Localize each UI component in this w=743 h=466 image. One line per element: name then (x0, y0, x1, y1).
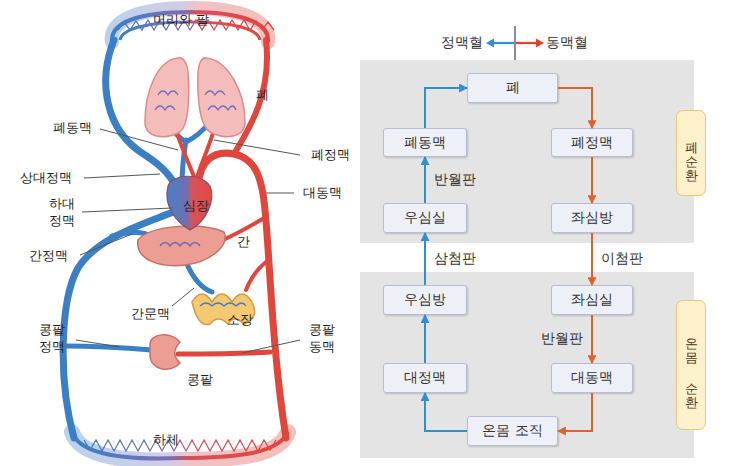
part-label: 콩팥 정맥 (37, 321, 68, 355)
flow-box: 폐정맥 (551, 128, 633, 157)
leader-line (172, 288, 194, 306)
intestine-capillaries (200, 303, 246, 306)
legend-swatch-head (486, 39, 494, 48)
part-label: 하대 정맥 (47, 195, 78, 229)
part-label: 대동맥 (303, 184, 342, 202)
valve-label: 삼첨판 (434, 250, 476, 268)
legend-text: 동맥혈 (546, 34, 588, 52)
box-text: 폐동맥 (404, 134, 446, 152)
renal-vein (64, 346, 152, 350)
intestinal-artery (246, 262, 266, 290)
part-label: 소장 (227, 311, 253, 329)
box-text: 우심방 (404, 291, 446, 309)
part-label: 머리와 팔 (153, 11, 209, 29)
liver-capillaries (160, 243, 200, 247)
part-label: 심장 (183, 197, 209, 215)
flow-box: 우심실 (383, 203, 467, 233)
flow-box: 폐 (467, 73, 558, 103)
leader-line (84, 174, 160, 178)
flow-box: 우심방 (383, 285, 467, 315)
flow-box: 온몸 조직 (467, 416, 558, 446)
valve-label: 반월판 (434, 171, 476, 189)
leader-line (242, 340, 300, 353)
legend-swatch (486, 37, 514, 49)
flow-box: 좌심실 (551, 285, 633, 315)
flow-box: 대동맥 (551, 363, 633, 393)
lung-capillaries (155, 91, 236, 110)
leader-lines (76, 129, 300, 353)
pulmonary-vein (176, 130, 214, 182)
portal-vein (186, 262, 212, 292)
box-text: 대동맥 (571, 369, 613, 387)
legend-swatch (516, 37, 544, 49)
legend-swatch-head (536, 39, 544, 48)
section-tag: 폐순환 (676, 110, 706, 196)
part-label: 간문맥 (131, 305, 170, 323)
part-label: 콩팥 (187, 371, 213, 389)
flow-box: 대정맥 (383, 363, 467, 393)
box-text: 좌심실 (571, 291, 613, 309)
leader-line (100, 129, 178, 150)
valve-label: 이첨판 (601, 250, 643, 268)
leader-line (76, 340, 120, 347)
part-label: 간정맥 (29, 247, 68, 265)
box-text: 온몸 조직 (482, 422, 542, 440)
renal-artery (178, 352, 270, 354)
part-label: 폐정맥 (311, 146, 350, 164)
head-capillary-bed (112, 8, 274, 42)
capillary-band (72, 432, 288, 460)
section-tag: 온몸 순환 (676, 300, 706, 430)
flow-box: 좌심방 (551, 203, 633, 233)
part-label: 상대정맥 (20, 169, 72, 187)
box-text: 폐 (506, 79, 520, 97)
box-text: 좌심방 (571, 209, 613, 227)
legend-swatch-line (492, 42, 514, 44)
part-label: 폐동맥 (53, 119, 92, 137)
box-text: 폐정맥 (571, 134, 613, 152)
kidney (150, 335, 180, 369)
circulation-panel: 온몸 순환우심방좌심실대정맥대동맥온몸 조직 (360, 272, 694, 458)
liver (138, 226, 225, 265)
capillary-line (72, 432, 288, 458)
legend-swatch-line (516, 42, 538, 44)
leader-line (82, 208, 172, 212)
part-label: 폐 (256, 86, 269, 104)
flow-box: 폐동맥 (383, 128, 467, 157)
legend-divider (514, 26, 515, 60)
lower-body-capillary-bed (72, 432, 288, 460)
organs (138, 58, 255, 369)
right-lung (198, 58, 245, 137)
heart (167, 176, 212, 230)
left-lung (145, 58, 189, 137)
legend-text: 정맥혈 (441, 34, 483, 52)
leader-line (214, 140, 300, 155)
capillary-band (112, 8, 269, 42)
valve-label: 반월판 (541, 330, 583, 348)
circulation-panel: 폐순환폐폐동맥폐정맥우심실좌심방 (360, 60, 694, 243)
box-text: 우심실 (404, 209, 446, 227)
part-label: 간 (237, 233, 250, 251)
box-text: 대정맥 (404, 369, 446, 387)
part-label: 콩팥 동맥 (307, 321, 338, 355)
leader-line (266, 193, 294, 194)
leader-line (80, 234, 132, 255)
capillary-line (112, 12, 268, 42)
part-label: 하체 (153, 431, 179, 449)
capillary-mesh (84, 440, 276, 451)
